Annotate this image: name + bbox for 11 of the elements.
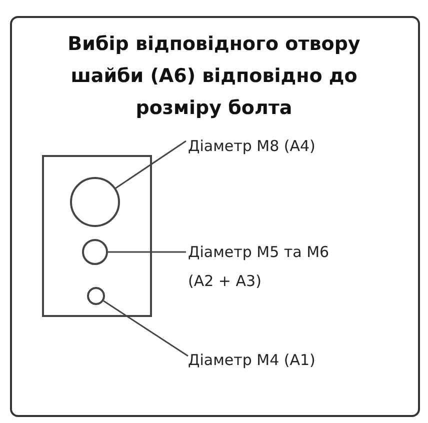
hole-circle	[82, 239, 108, 265]
hole-circle	[70, 177, 120, 227]
leader-line	[103, 300, 188, 357]
leader-line	[115, 140, 186, 189]
plate-drawing	[42, 155, 152, 317]
callout-label: Діаметр M4 (A1)	[188, 346, 388, 375]
hole-circle	[87, 287, 105, 305]
callout-label: Діаметр M8 (A4)	[188, 132, 388, 161]
title: Вибір відповідного отвору шайби (А6) відповідно до розміру болта	[66, 32, 362, 121]
callout-label: Діаметр M5 та M6 (A2 + A3)	[188, 238, 353, 296]
leader-line	[108, 251, 186, 253]
